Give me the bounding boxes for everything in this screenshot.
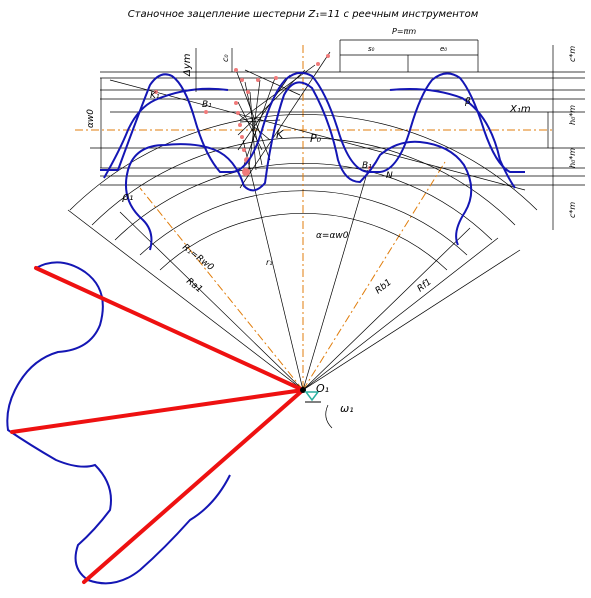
label-cm-top: c*m <box>568 46 577 62</box>
label-o1: O₁ <box>316 382 329 395</box>
dimension-marks <box>100 39 554 230</box>
label-e0: e₀ <box>440 45 447 53</box>
omega-arrow <box>325 404 333 429</box>
label-ham-top: h₀*m <box>568 105 577 125</box>
label-delta-ym: Δym <box>182 53 193 77</box>
label-omega1: ω₁ <box>340 402 354 415</box>
radius-lines <box>67 139 521 391</box>
label-k: K <box>276 128 284 141</box>
label-r1-small: r₁ <box>266 258 273 267</box>
label-alpha-eq: α=αw0 <box>316 231 349 241</box>
label-rb1: Rb1 <box>374 278 394 297</box>
diagram-title: Станочное зацепление шестерни Z₁=11 с ре… <box>128 9 479 20</box>
label-b1: B₁ <box>202 100 212 110</box>
gear-root-right <box>389 88 516 189</box>
label-rho1: ρ₁ <box>122 190 133 203</box>
label-c0: c₀ <box>221 54 230 62</box>
label-beta: β <box>464 97 471 107</box>
label-b1-bottom: B₁ <box>362 161 372 171</box>
label-rf1: Rf1 <box>416 277 434 294</box>
label-s0: s₀ <box>368 45 375 53</box>
label-p0: P₀ <box>310 132 322 145</box>
label-alpha-left: αw0 <box>86 109 96 128</box>
gear-outline-lower <box>6 261 231 585</box>
line-of-action <box>109 51 526 191</box>
label-ham-bottom: h₀*m <box>568 148 577 168</box>
o1-marker <box>300 387 321 403</box>
label-x1m: X₁m <box>509 104 531 115</box>
red-radii <box>10 266 305 584</box>
envelope-points <box>154 54 372 176</box>
label-cm-bottom: c*m <box>568 202 577 218</box>
gear-root-left <box>103 87 229 179</box>
label-pitch: P=πm <box>392 27 416 36</box>
label-ra1: Ra1 <box>184 276 204 295</box>
gear-tooth-profile <box>124 81 473 251</box>
label-r-eq: R₁=Rw0 <box>180 242 215 273</box>
label-n: N <box>386 171 393 181</box>
rack-profile <box>100 71 525 173</box>
label-k1: K₁ <box>150 91 160 101</box>
center-lines <box>75 45 555 391</box>
